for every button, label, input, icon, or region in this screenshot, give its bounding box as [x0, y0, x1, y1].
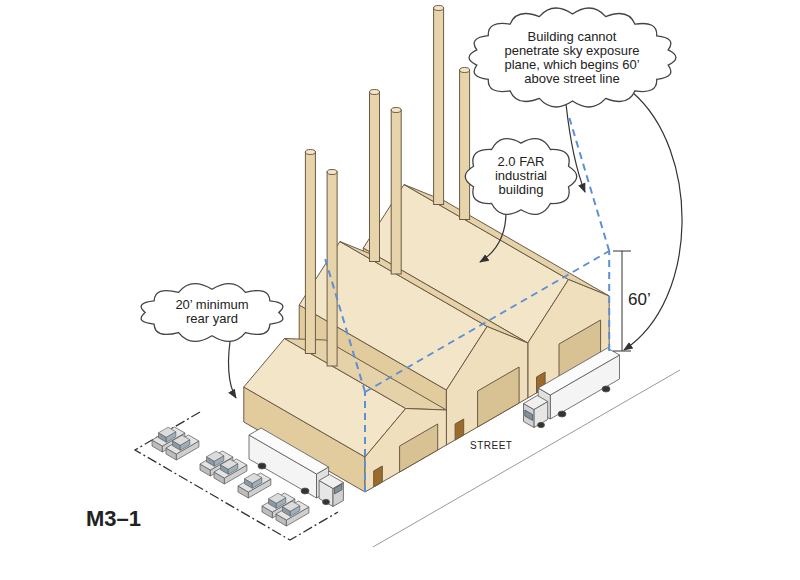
dimension-line — [622, 251, 623, 351]
street-line-edge — [608, 251, 610, 351]
truck-wheel — [602, 386, 610, 392]
chimney — [305, 152, 315, 354]
callout-cloud: Building cannot penetrate sky exposure p… — [465, 4, 680, 111]
truck-trailer — [249, 428, 329, 474]
chimney-top — [327, 170, 337, 175]
loading-door — [478, 367, 519, 427]
street-line-edge — [364, 392, 366, 492]
chimney — [460, 70, 470, 220]
street-label: STREET — [470, 440, 512, 452]
chimney-top — [370, 90, 380, 95]
sky-exposure-plane — [325, 118, 609, 492]
shed-gable-front — [446, 327, 527, 446]
leader-arrow — [624, 92, 682, 350]
entry-door — [455, 419, 464, 440]
entry-door — [374, 466, 383, 487]
chimney-top — [305, 150, 315, 155]
truck-wheel — [323, 499, 330, 504]
callout-cloud: 20’ minimum rear yard — [135, 279, 289, 346]
truck-windshield — [525, 410, 533, 421]
chimney-top — [391, 108, 401, 113]
chimney-pair — [370, 90, 402, 275]
chimney-top — [434, 6, 444, 11]
truck-windshield — [335, 484, 343, 494]
chimney-top — [460, 68, 470, 73]
chimney — [391, 110, 401, 274]
parked-car — [166, 435, 199, 460]
cloud-shape — [465, 138, 577, 214]
cloud-shape — [141, 283, 283, 341]
parked-car — [214, 459, 247, 484]
truck-wheel — [301, 488, 309, 494]
chimney-pair — [305, 150, 337, 367]
parked-car — [238, 473, 271, 498]
truck-wheel — [558, 411, 566, 417]
district-title: M3–1 — [86, 506, 141, 532]
leader-arrow — [480, 212, 506, 262]
plane-slope-line — [569, 118, 609, 251]
truck-trailer — [538, 348, 619, 395]
loading-door — [400, 424, 438, 472]
truck-wheel — [538, 422, 545, 427]
chimney-pair — [434, 6, 470, 220]
callout-text: Building cannot penetrate sky exposure p… — [502, 30, 642, 86]
truck-wheel — [258, 463, 266, 469]
parked-car — [276, 501, 309, 526]
chimney — [370, 92, 380, 262]
chimney — [327, 172, 337, 366]
shed-gable-front — [365, 409, 446, 493]
callout-text: 20’ minimum rear yard — [165, 298, 260, 326]
dimension-label: 60’ — [628, 290, 651, 310]
plane-base-line — [365, 251, 609, 392]
callout-cloud: 2.0 FAR industrial building — [461, 133, 581, 220]
truck-cab — [524, 396, 548, 410]
chimney — [434, 8, 444, 205]
cloud-shape — [469, 8, 676, 107]
plane-slope-line — [325, 259, 365, 392]
callout-text: 2.0 FAR industrial building — [486, 155, 556, 197]
leader-arrows — [229, 92, 683, 398]
shed-roof — [340, 242, 528, 344]
truck — [524, 348, 620, 428]
truck — [249, 428, 343, 507]
